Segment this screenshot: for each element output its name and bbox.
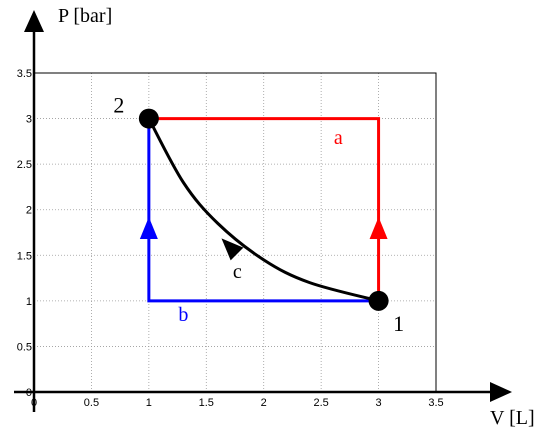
state-point-2	[138, 108, 159, 129]
y-axis-title: P [bar]	[58, 5, 112, 27]
series-a	[148, 117, 381, 301]
state-label-1: 1	[393, 311, 404, 336]
x-tick-label: 1.5	[199, 397, 214, 409]
y-tick-label: 1	[26, 296, 32, 308]
y-axis-arrow-icon	[24, 10, 44, 32]
tick-labels: 00.511.522.533.500.511.522.533.5	[17, 68, 444, 409]
x-tick-label: 3.5	[428, 397, 443, 409]
x-tick-label: 0.5	[84, 397, 99, 409]
y-tick-label: 0.5	[17, 341, 32, 353]
series-label-a: a	[334, 127, 343, 149]
y-tick-label: 1.5	[17, 250, 32, 262]
direction-arrow-c	[221, 238, 244, 261]
x-tick-label: 2.5	[313, 397, 328, 409]
series-label-b: b	[178, 304, 188, 326]
y-tick-label: 2	[26, 205, 32, 217]
y-tick-label: 2.5	[17, 159, 32, 171]
state-point-1	[368, 290, 389, 311]
direction-arrow-a	[369, 216, 388, 239]
y-tick-label: 3	[26, 114, 32, 126]
direction-arrow-b	[139, 216, 158, 239]
series-c	[147, 117, 379, 303]
state-points	[138, 108, 389, 311]
axes: P [bar] V [L]	[14, 5, 535, 429]
y-tick-label: 3.5	[17, 68, 32, 80]
labels: a b c 1 2	[113, 93, 404, 336]
x-tick-label: 3	[376, 397, 382, 409]
series-label-c: c	[233, 261, 242, 283]
state-label-2: 2	[113, 93, 124, 118]
series-lines	[139, 117, 388, 303]
x-axis-arrow-icon	[490, 382, 512, 402]
x-tick-label: 2	[261, 397, 267, 409]
series-b	[147, 118, 379, 303]
x-axis-title: V [L]	[490, 407, 535, 429]
x-tick-label: 1	[146, 397, 152, 409]
